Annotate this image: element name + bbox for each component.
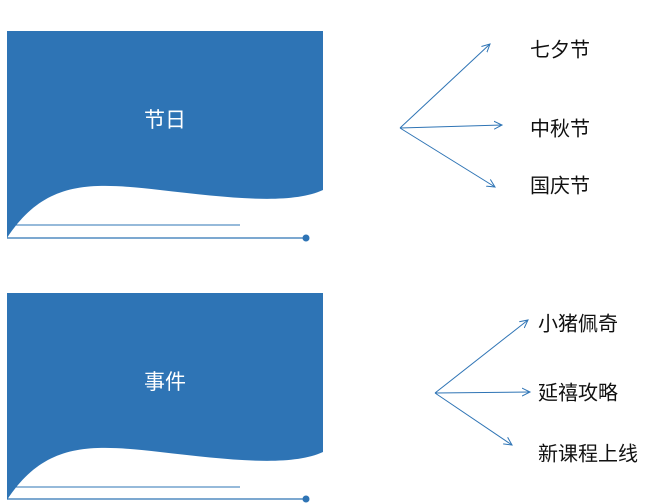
arrow bbox=[434, 320, 528, 394]
underline-dot bbox=[302, 495, 310, 503]
item-label: 七夕节 bbox=[530, 37, 590, 62]
group-card-festival bbox=[7, 31, 323, 242]
underline-dot bbox=[302, 234, 310, 242]
group-title-event: 事件 bbox=[144, 370, 186, 394]
item-label: 新课程上线 bbox=[538, 441, 638, 466]
arrows-event bbox=[434, 320, 530, 445]
card-shape bbox=[7, 31, 323, 238]
item-label: 中秋节 bbox=[530, 116, 590, 141]
card-shape bbox=[7, 293, 323, 500]
arrow bbox=[399, 44, 490, 129]
item-label: 国庆节 bbox=[530, 173, 590, 198]
item-label: 小猪佩奇 bbox=[538, 311, 618, 336]
item-label: 延禧攻略 bbox=[538, 380, 618, 405]
arrows-festival bbox=[399, 44, 502, 187]
group-card-event bbox=[7, 293, 323, 503]
arrow bbox=[434, 392, 530, 393]
arrow bbox=[399, 127, 495, 187]
arrow bbox=[399, 125, 502, 128]
arrow bbox=[434, 392, 512, 445]
group-title-festival: 节日 bbox=[144, 108, 186, 132]
